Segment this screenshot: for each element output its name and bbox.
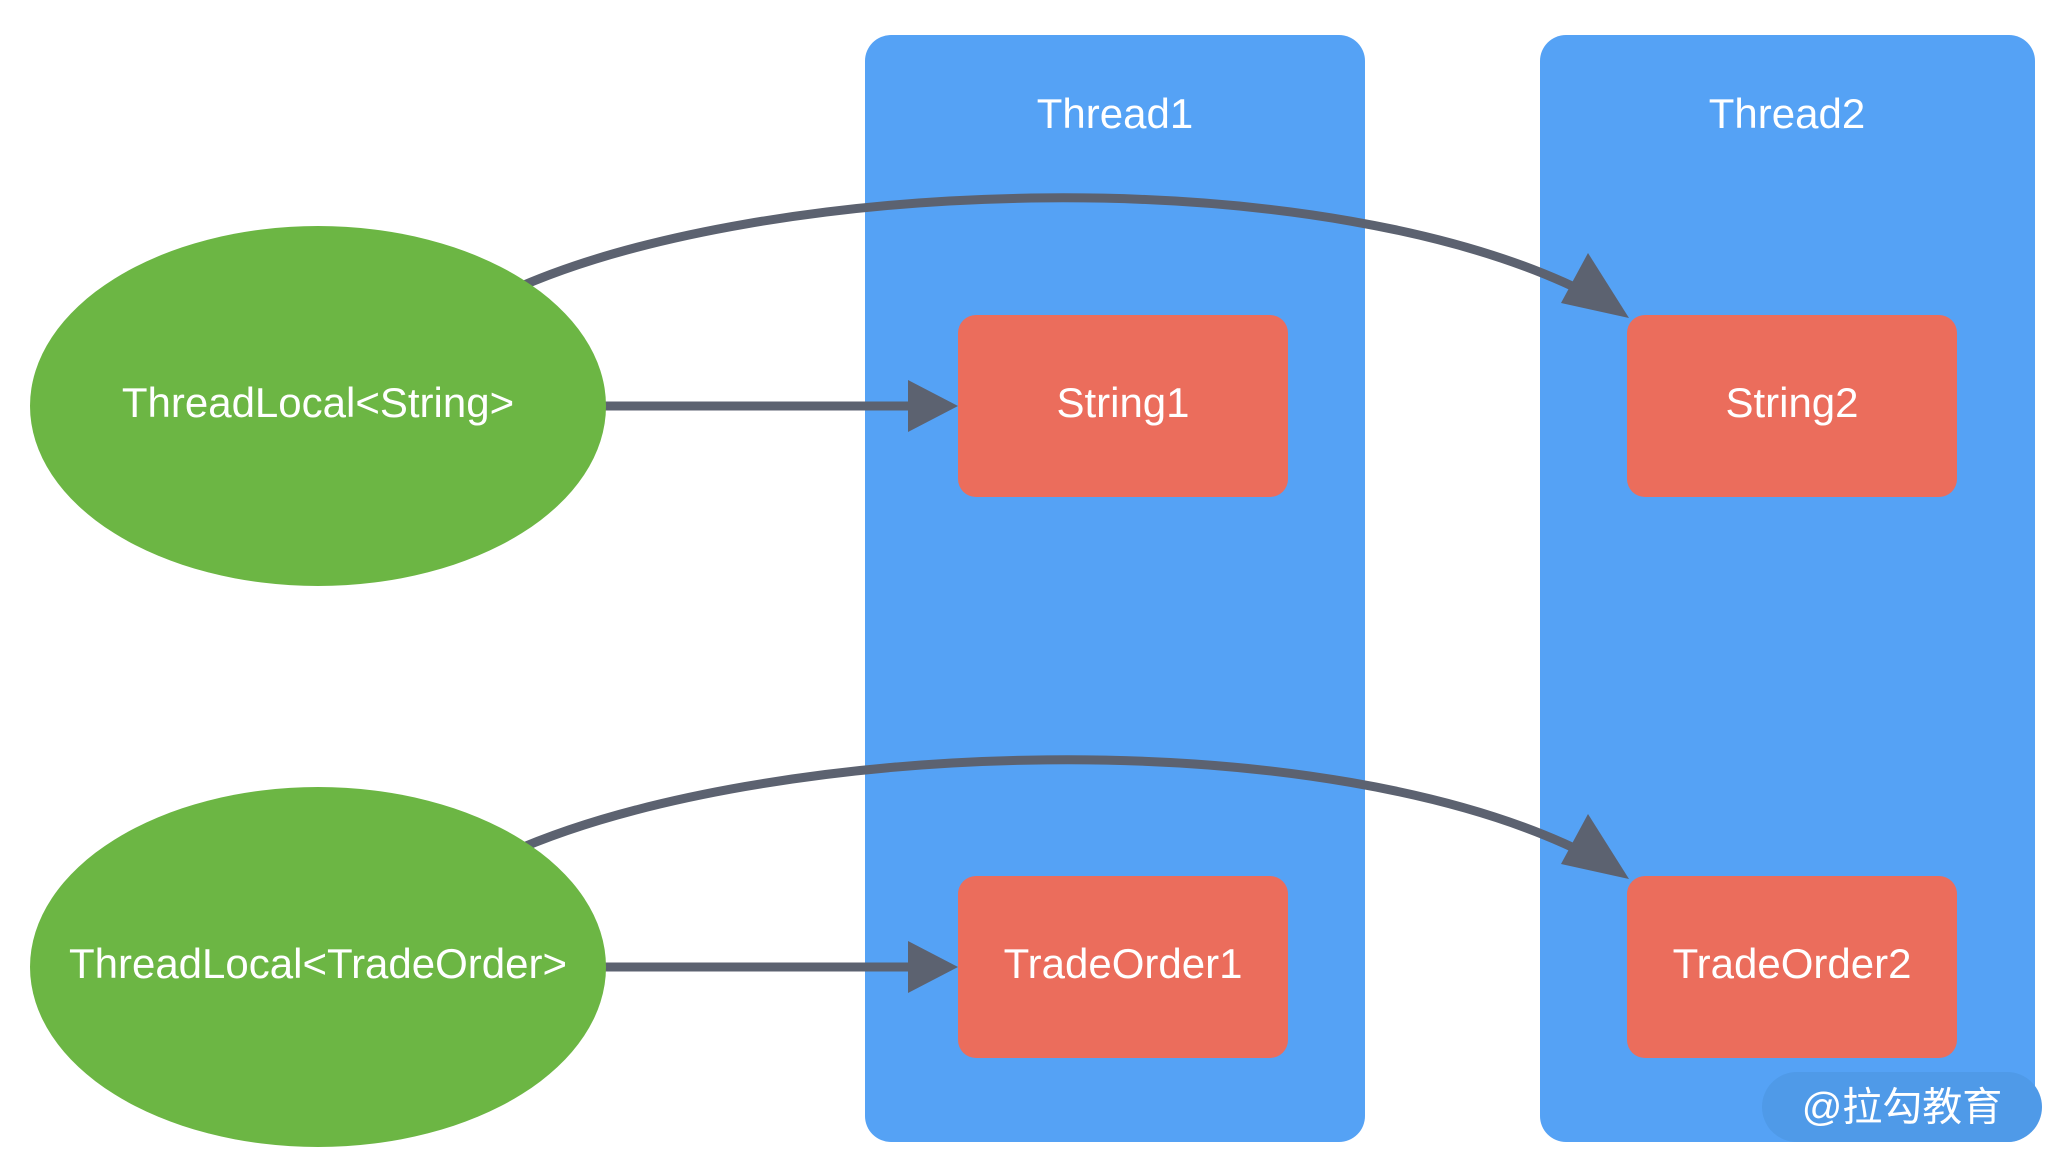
arrowhead-string-to-thread1 [908,380,958,432]
arrowhead-tradeorder-to-thread1 [908,941,958,993]
connector-tradeorder-to-thread2 [501,755,1603,865]
value-box-label-tradeorder2: TradeOrder2 [1673,940,1912,987]
arrowhead-tradeorder-to-thread2 [1561,814,1629,879]
thread-column-thread2[interactable] [1540,35,2035,1142]
thread-column-thread1[interactable] [865,35,1365,1142]
thread-title-thread1: Thread1 [1037,90,1193,137]
threadlocal-label-string: ThreadLocal<String> [122,379,514,426]
value-boxes: String1 String2 TradeOrder1 TradeOrder2 [958,315,1957,1058]
value-box-tradeorder1[interactable] [958,876,1288,1058]
threadlocal-ellipse-string[interactable] [30,226,606,586]
arrowhead-string-to-thread2 [1561,253,1629,318]
watermark-pill-background [1762,1072,2042,1142]
watermark-label: @拉勾教育 [1802,1086,2003,1130]
connector-string-to-thread2 [504,193,1603,304]
value-box-string2[interactable] [1627,315,1957,497]
value-box-string1[interactable] [958,315,1288,497]
value-box-label-string1: String1 [1056,379,1189,426]
threadlocal-label-tradeorder: ThreadLocal<TradeOrder> [69,940,567,987]
threadlocal-ellipse-tradeorder[interactable] [30,787,606,1147]
value-box-tradeorder2[interactable] [1627,876,1957,1058]
threadlocal-nodes: ThreadLocal<String> ThreadLocal<TradeOrd… [30,226,606,1147]
watermark-badge: @拉勾教育 [1762,1072,2042,1142]
value-box-label-string2: String2 [1725,379,1858,426]
thread-columns: Thread1 Thread2 [865,35,2035,1142]
value-box-label-tradeorder1: TradeOrder1 [1004,940,1243,987]
thread-title-thread2: Thread2 [1709,90,1865,137]
connectors [501,193,1629,993]
